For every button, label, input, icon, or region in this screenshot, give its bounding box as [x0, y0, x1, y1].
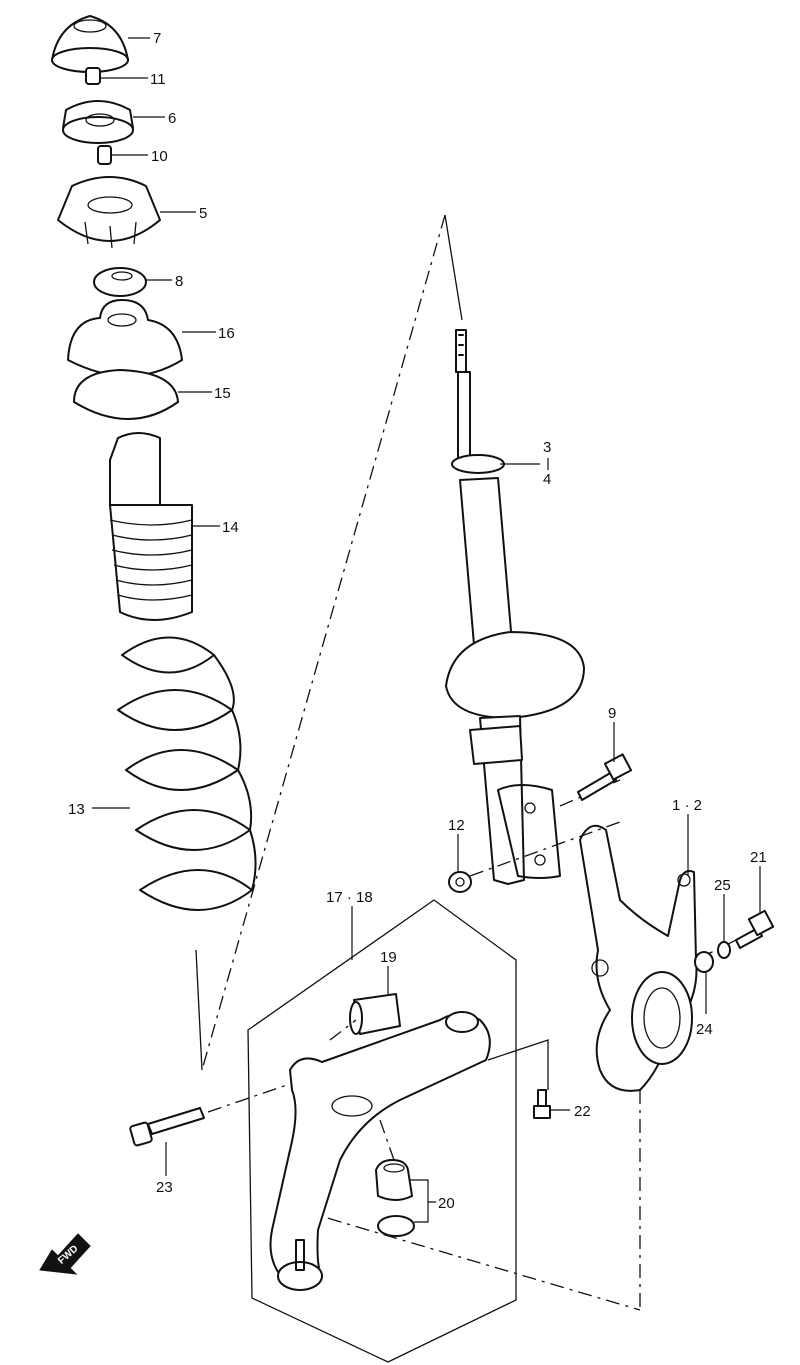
- part-12-nut: [448, 871, 472, 893]
- part-23-bolt: [129, 1107, 205, 1147]
- part-3-4-strut: [445, 329, 585, 885]
- callout-14: 14: [222, 519, 239, 536]
- callout-4: 4: [543, 471, 551, 488]
- part-6-mount-bearing: [62, 100, 134, 144]
- callout-19: 19: [380, 949, 397, 966]
- part-19-bushing: [349, 993, 401, 1035]
- callout-9: 9: [608, 705, 616, 722]
- part-1-2-knuckle: [579, 824, 698, 1092]
- part-25-washer: [717, 941, 731, 959]
- callout-24: 24: [696, 1021, 713, 1038]
- part-13-coil-spring: [117, 636, 257, 911]
- leader-lines: [92, 37, 761, 1223]
- callout-8: 8: [175, 273, 183, 290]
- align-line-bush20: [379, 1119, 395, 1161]
- callout-11: 11: [150, 71, 166, 88]
- align-line-bottom: [299, 1209, 641, 1311]
- part-5-strut-mount: [57, 176, 161, 249]
- part-21-bolt: [735, 909, 775, 949]
- callout-5: 5: [199, 205, 207, 222]
- part-17-18-lower-arm: [269, 1011, 491, 1291]
- explode-axis-line: [201, 214, 446, 1071]
- callout-21: 21: [750, 849, 767, 866]
- explode-axis-line-2: [444, 214, 463, 321]
- callout-10: 10: [151, 148, 168, 165]
- callout-13: 13: [68, 801, 85, 818]
- part-16-upper-seat: [67, 299, 183, 377]
- align-line-bush19: [329, 1019, 357, 1041]
- callout-22: 22: [574, 1103, 591, 1120]
- part-10-nut: [97, 145, 112, 165]
- fwd-arrow: FWD: [39, 1233, 91, 1275]
- part-24-nut: [694, 951, 714, 973]
- part-11-nut: [85, 67, 101, 85]
- part-8-spacer: [93, 267, 147, 297]
- callout-23: 23: [156, 1179, 173, 1196]
- callout-15: 15: [214, 385, 231, 402]
- part-7-mount-cap: [51, 15, 129, 73]
- explode-axis-line-3: [195, 949, 203, 1071]
- callout-3: 3: [543, 439, 551, 456]
- align-line-nut12: [469, 821, 621, 877]
- part-14-bump-stop-boot: [109, 432, 193, 621]
- part-15-insulator: [73, 369, 179, 420]
- callout-7: 7: [153, 30, 161, 47]
- callout-17-18: 17 · 18: [326, 889, 373, 906]
- callout-12: 12: [448, 817, 465, 834]
- callout-16: 16: [218, 325, 235, 342]
- align-line-bolt22: [487, 1039, 549, 1090]
- part-9-bolt: [577, 753, 633, 801]
- callout-25: 25: [714, 877, 731, 894]
- arm-assembly-frame: [247, 899, 517, 1363]
- callout-1-2: 1 · 2: [672, 797, 702, 814]
- part-20-bushing-set: [375, 1159, 415, 1237]
- callout-20: 20: [438, 1195, 455, 1212]
- part-22-bolt: [533, 1089, 551, 1119]
- callout-6: 6: [168, 110, 176, 127]
